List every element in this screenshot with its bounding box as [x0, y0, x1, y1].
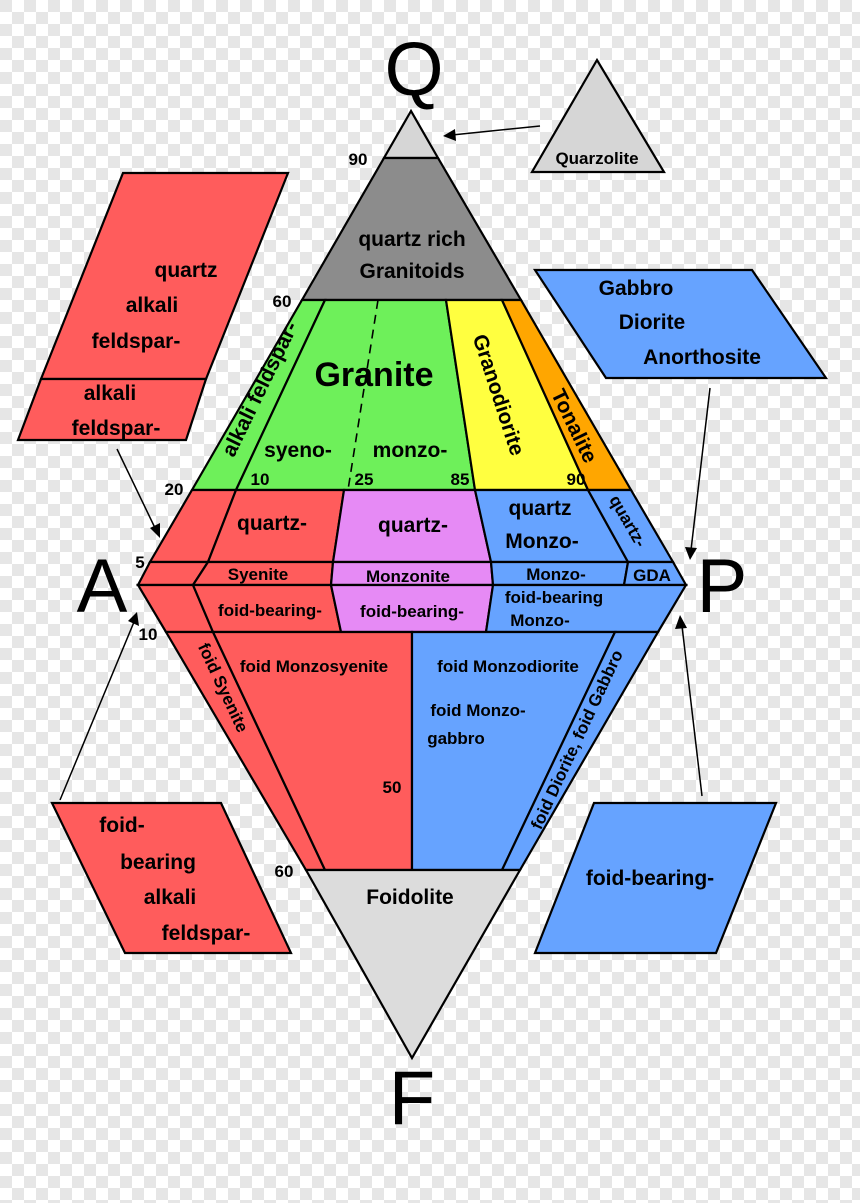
tick-f60: 60 [275, 862, 294, 881]
label-gda: GDA [633, 566, 671, 585]
callout-qaf-3: feldspar- [92, 330, 181, 353]
callout-af-1: alkali [84, 382, 137, 405]
granite-divider [347, 299, 379, 491]
tick-q5: 5 [135, 553, 144, 572]
label-quartz-monzo-1: quartz [509, 497, 572, 520]
arrow-quarzolite [451, 125, 541, 136]
corner-q: Q [384, 27, 443, 112]
label-foid-bearing-monzo-2: Monzo- [510, 611, 569, 630]
label-quartz-rich-2: Granitoids [359, 260, 464, 283]
callout-foid-bearing-blue [533, 801, 778, 955]
callout-quarzolite [530, 57, 666, 174]
arrow-foid-bearing-blue [681, 625, 703, 797]
arrow-foid-bearing-af [59, 621, 135, 801]
tick-q60: 60 [273, 292, 292, 311]
arrows [59, 125, 711, 801]
callout-fbaf-3: alkali [144, 886, 197, 909]
label-monzo-dg: Monzo- [526, 565, 585, 584]
tick-q20: 20 [165, 480, 184, 499]
callout-qaf-1: quartz [155, 259, 218, 282]
corner-p: P [697, 544, 748, 629]
callout-gda-3: Anorthosite [643, 346, 761, 369]
label-foid-monzodiorite: foid Monzodiorite [437, 657, 579, 676]
callout-af-2: feldspar- [72, 417, 161, 440]
tick-p85: 85 [451, 470, 470, 489]
label-foid-bearing-syenite: foid-bearing- [218, 601, 322, 620]
label-foid-bearing-monzo-1: foid-bearing [505, 588, 603, 607]
label-quartz-rich-1: quartz rich [358, 228, 465, 251]
foidolite-field [304, 868, 522, 1061]
callout-gabbro-diorite-anorthosite [532, 268, 829, 380]
arrowhead-alkali-feldspar [150, 523, 160, 538]
arrowhead-foid-bearing-af [128, 612, 139, 626]
label-quartz-syenite: quartz- [237, 512, 307, 535]
tick-q90: 90 [349, 150, 368, 169]
label-granite: Granite [314, 356, 433, 394]
callout-gda-2: Diorite [619, 311, 686, 334]
label-foid-monzosyenite: foid Monzosyenite [240, 657, 388, 676]
arrow-gabbro [690, 387, 711, 551]
callout-foid-bearing-alkali-feldspar [50, 801, 293, 955]
arrowhead-quarzolite [443, 129, 456, 141]
corner-f: F [389, 1056, 435, 1141]
label-quartz-monzo-2: Monzo- [505, 530, 578, 553]
label-monzo: monzo- [373, 439, 448, 462]
corner-a: A [77, 544, 128, 629]
callout-qaf-2: alkali [126, 294, 179, 317]
tick-f50: 50 [383, 778, 402, 797]
label-foid-bearing-monzonite: foid-bearing- [360, 602, 464, 621]
label-foid-monzogabbro-1: foid Monzo- [430, 701, 525, 720]
label-quartz-monzonite: quartz- [378, 514, 448, 537]
callout-alkali-feldspar [16, 377, 208, 442]
callout-fbaf-1: foid- [99, 814, 144, 837]
label-syeno: syeno- [264, 439, 332, 462]
arrow-alkali-feldspar [116, 448, 157, 531]
callout-fbaf-4: feldspar- [162, 922, 251, 945]
arrowhead-foid-bearing-blue [675, 615, 687, 629]
label-foid-monzogabbro-2: gabbro [427, 729, 485, 748]
tick-f10: 10 [139, 625, 158, 644]
tick-p10: 10 [251, 470, 270, 489]
tick-p90: 90 [567, 470, 586, 489]
label-syenite: Syenite [228, 565, 288, 584]
arrowhead-gabbro [685, 547, 697, 560]
callout-gda-1: Gabbro [599, 277, 674, 300]
label-foidolite: Foidolite [366, 886, 454, 909]
callout-fb-blue-label: foid-bearing- [586, 867, 714, 890]
tick-p25: 25 [355, 470, 374, 489]
callout-quarzolite-label: Quarzolite [555, 149, 638, 168]
label-monzonite: Monzonite [366, 567, 450, 586]
quarzolite-field [382, 108, 440, 160]
callout-fbaf-2: bearing [120, 851, 196, 874]
